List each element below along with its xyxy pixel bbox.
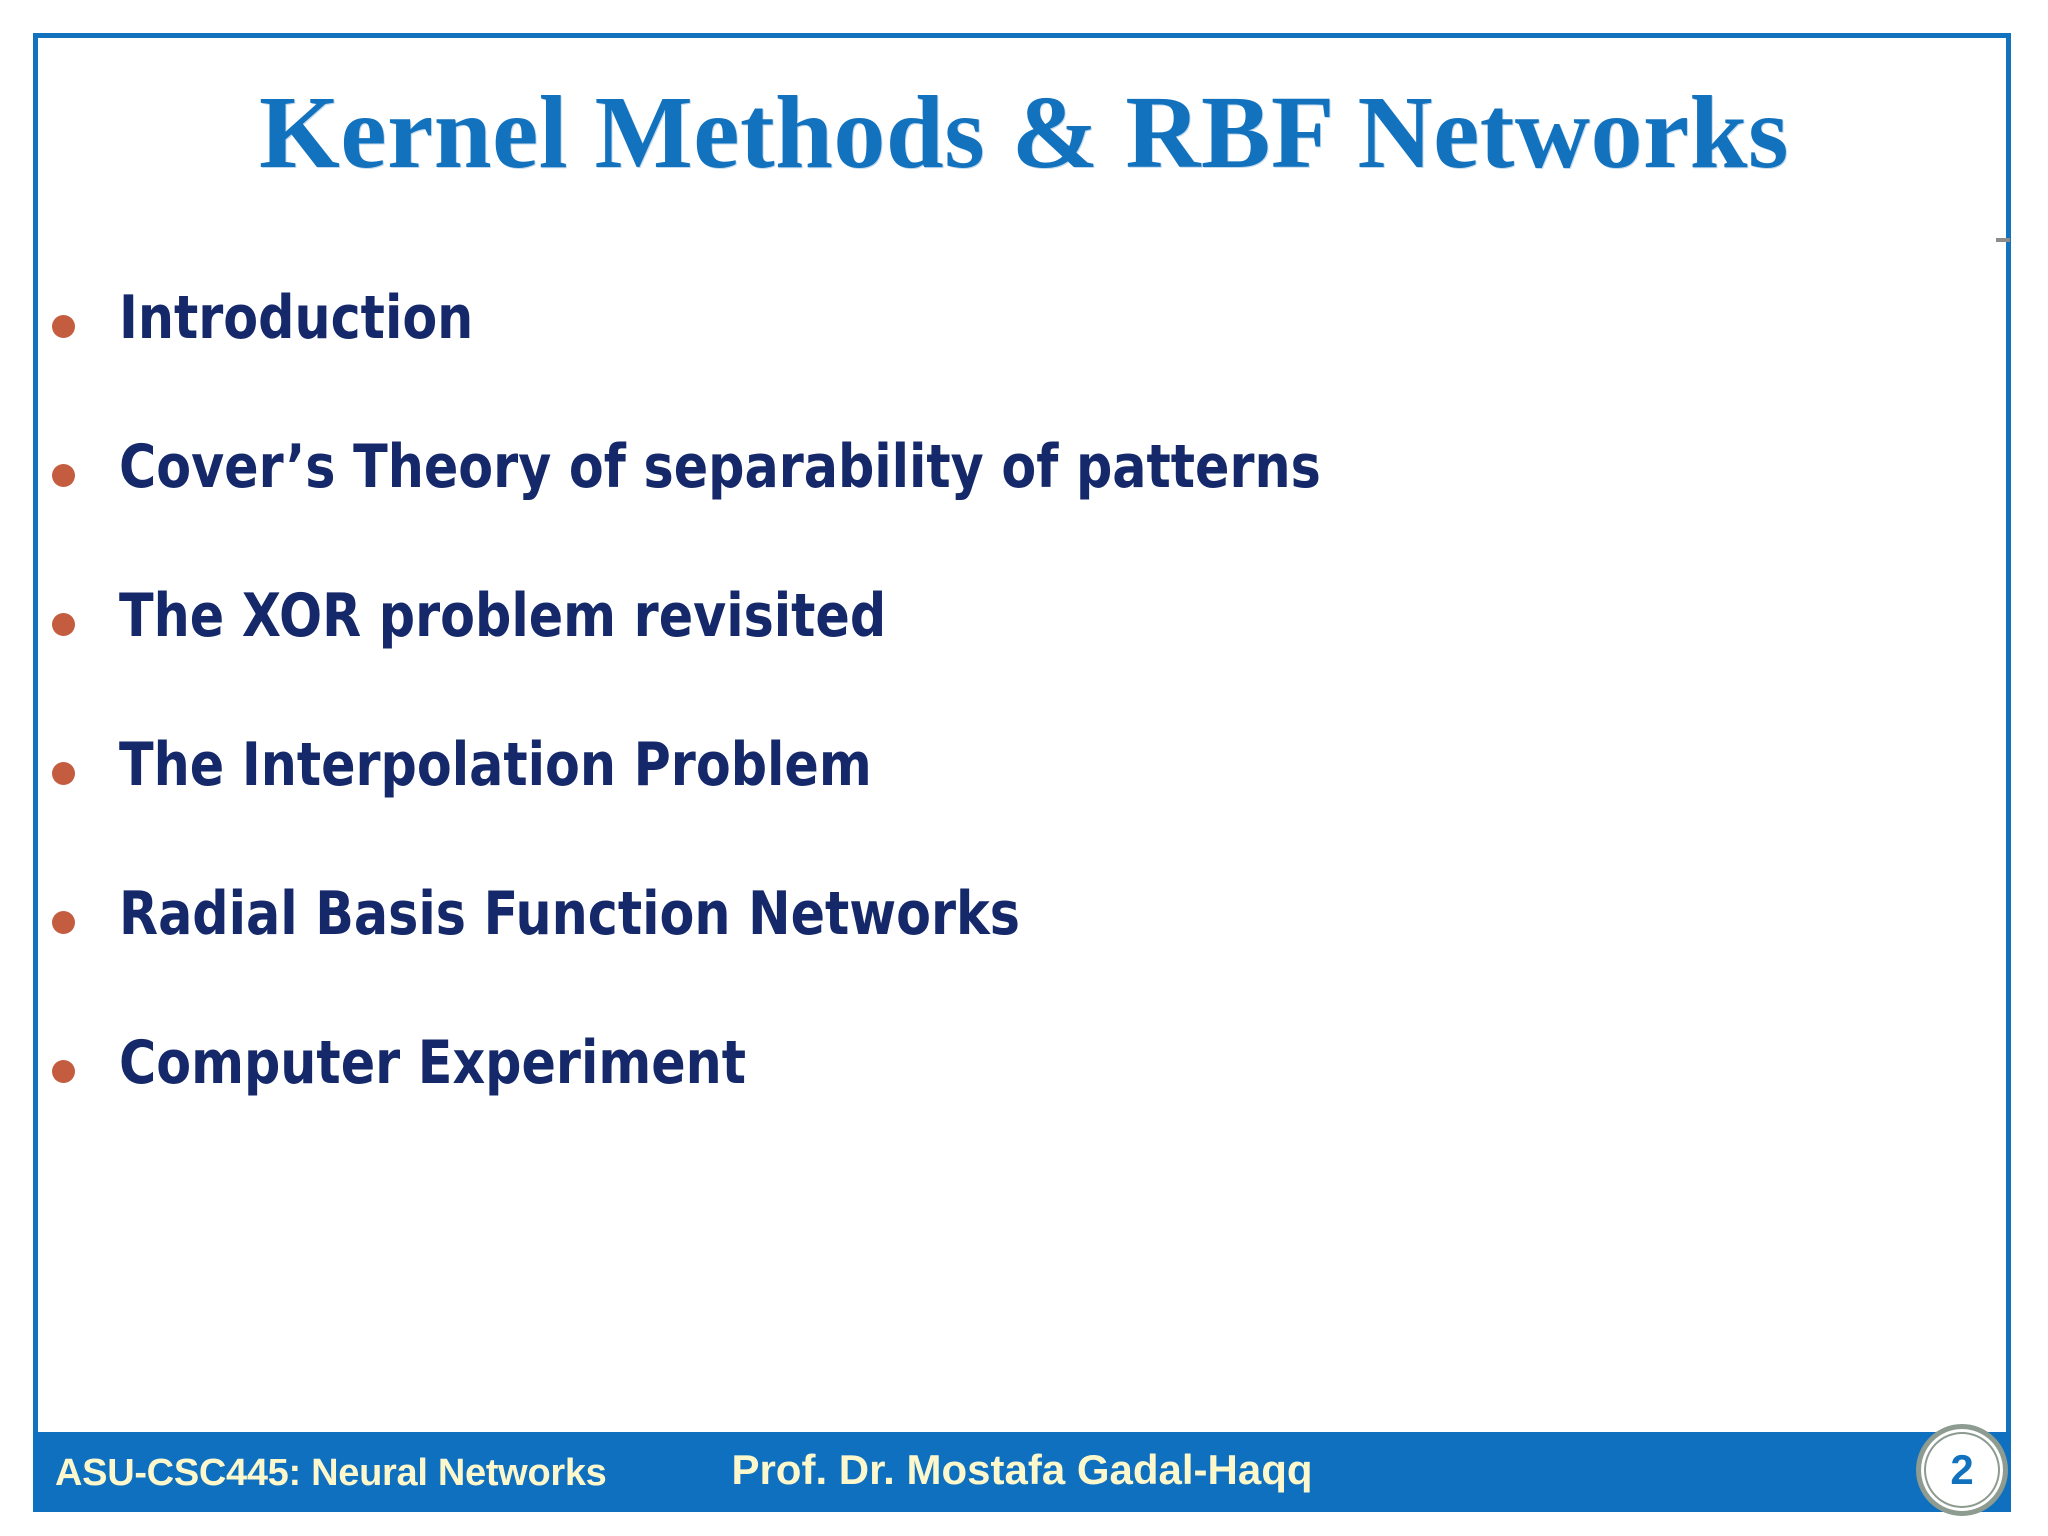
slide-footer-bar xyxy=(33,1432,2011,1512)
page-number-value: 2 xyxy=(1950,1446,1974,1493)
bullet-dot-icon xyxy=(52,911,75,934)
list-item[interactable]: The XOR problem revisited xyxy=(52,586,1902,735)
list-item-label: The Interpolation Problem xyxy=(119,730,872,800)
list-item[interactable]: The Interpolation Problem xyxy=(52,735,1902,884)
bullet-dot-icon xyxy=(52,464,75,487)
footer-presenter-label: Prof. Dr. Mostafa Gadal-Haqq xyxy=(731,1446,1313,1493)
slide-title: Kernel Methods & RBF Networks xyxy=(259,75,1789,190)
footer-course-label: ASU-CSC445: Neural Networks xyxy=(55,1452,607,1494)
list-item[interactable]: Computer Experiment xyxy=(52,1033,1902,1182)
bullet-dot-icon xyxy=(52,315,75,338)
bullet-dot-icon xyxy=(52,762,75,785)
bullet-dot-icon xyxy=(52,613,75,636)
bullet-dot-icon xyxy=(52,1060,75,1083)
list-item[interactable]: Cover’s Theory of separability of patter… xyxy=(52,437,1902,586)
list-item-label: Cover’s Theory of separability of patter… xyxy=(119,432,1321,502)
list-item[interactable]: Radial Basis Function Networks xyxy=(52,884,1902,1033)
list-item-label: Radial Basis Function Networks xyxy=(119,879,1020,949)
list-item-label: Computer Experiment xyxy=(119,1028,747,1098)
page-number-badge: 2 xyxy=(1916,1424,2008,1516)
list-item-label: The XOR problem revisited xyxy=(119,581,887,651)
outline-bullet-list: Introduction Cover’s Theory of separabil… xyxy=(52,288,1902,1182)
list-item-label: Introduction xyxy=(119,283,474,353)
list-item[interactable]: Introduction xyxy=(52,288,1902,437)
frame-tick-mark xyxy=(1996,238,2010,242)
